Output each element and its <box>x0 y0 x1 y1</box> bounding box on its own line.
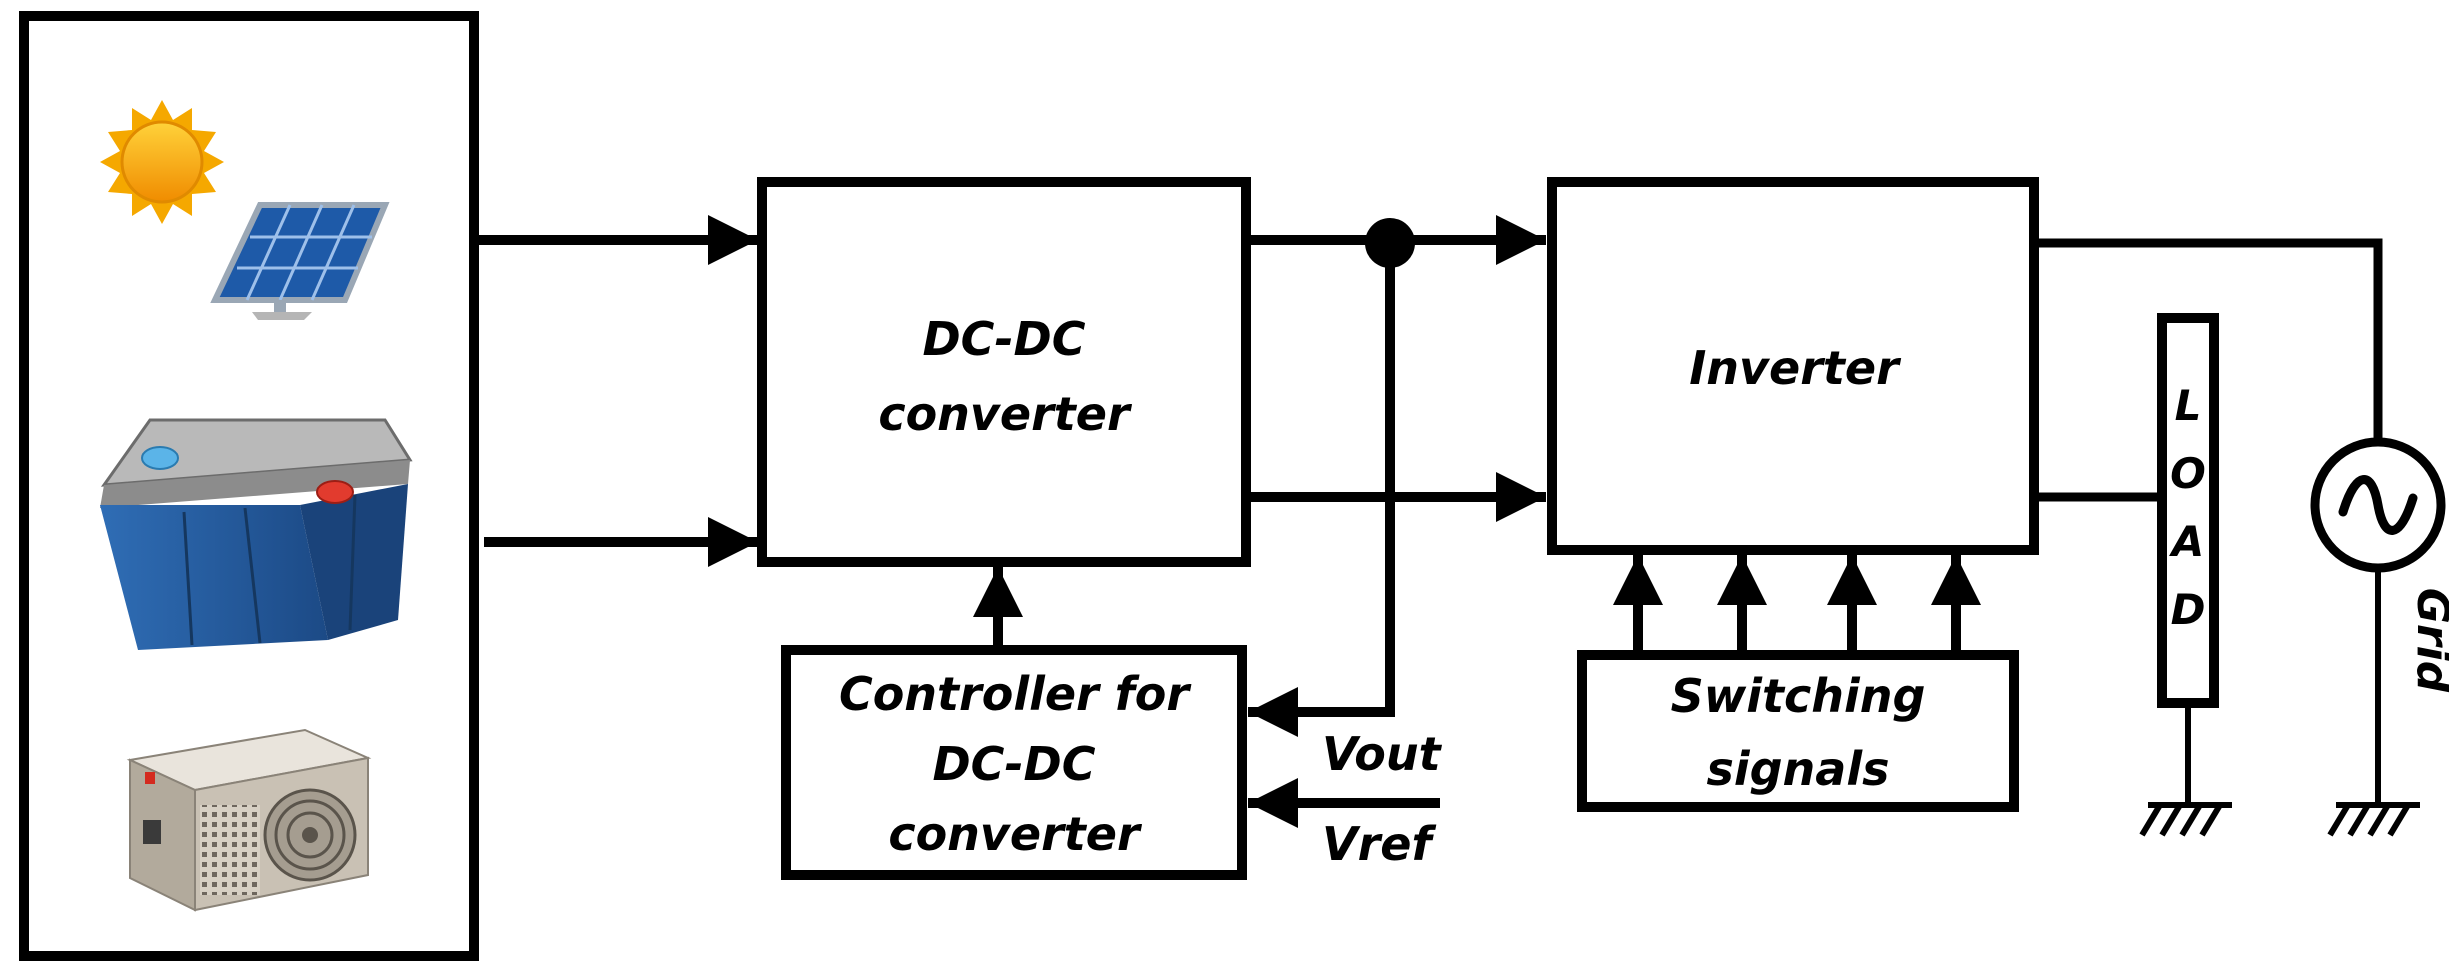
switching-label-line2: signals <box>1706 742 1889 796</box>
solar-panel-icon <box>210 202 390 320</box>
switching-label-line1: Switching <box>1671 669 1926 723</box>
load-ground-icon <box>2139 802 2232 837</box>
controller-label-line1: Controller for <box>839 667 1192 721</box>
dcdc-label-line2: converter <box>878 387 1133 441</box>
controller-block <box>781 645 1247 880</box>
vout-feedback-line <box>1248 243 1395 737</box>
load-letter-a: A <box>2169 517 2205 566</box>
load-letter-o: O <box>2170 449 2206 498</box>
battery-icon <box>100 418 413 650</box>
vref-label: Vref <box>1322 817 1436 871</box>
controller-label-line2: DC-DC <box>933 737 1096 791</box>
power-supply-icon <box>126 728 372 912</box>
inverter-label: Inverter <box>1689 341 1902 395</box>
inverter-to-grid-line <box>2034 238 2383 440</box>
vout-label: Vout <box>1322 727 1443 781</box>
ac-source-icon <box>2310 437 2446 573</box>
load-block <box>2157 313 2219 708</box>
inverter-block <box>1547 177 2039 555</box>
grid-label: Grid <box>2407 588 2449 693</box>
dcdc-converter-block <box>757 177 1251 567</box>
grid-ground-icon <box>2327 802 2420 837</box>
load-letter-d: D <box>2171 585 2206 634</box>
sun-icon <box>100 100 224 224</box>
switching-signals-block <box>1577 650 2019 812</box>
controller-label-line3: converter <box>888 807 1143 861</box>
load-letter-l: L <box>2175 381 2202 430</box>
sources-panel <box>19 11 479 961</box>
dcdc-label-line1: DC-DC <box>923 312 1086 366</box>
